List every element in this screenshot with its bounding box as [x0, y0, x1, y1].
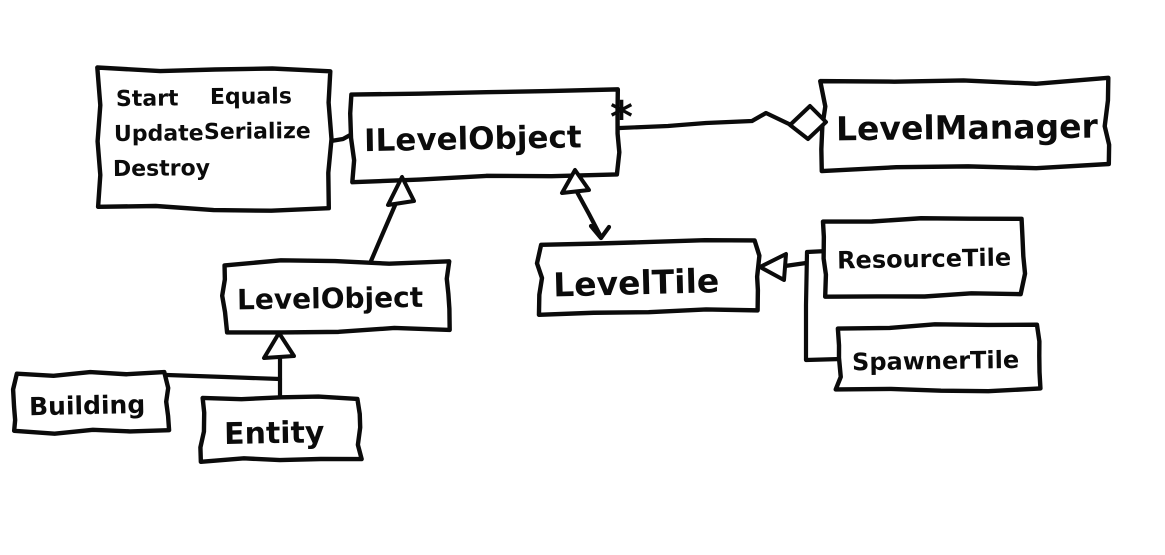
subtile-connector-line	[803, 248, 844, 363]
ilevelobject-class-label: ILevelObject	[364, 119, 582, 159]
interface-methods-note-box	[95, 65, 334, 213]
resourcetile-class-box	[820, 216, 1028, 299]
leveltile-class-label: LevelTile	[553, 261, 720, 304]
levelobject-class-box	[219, 258, 452, 335]
method-label-equals: Equals	[210, 84, 292, 110]
method-label-destroy: Destroy	[113, 156, 210, 182]
entity-class-box	[198, 394, 364, 465]
inheritance-triangle-icon-leveltile	[758, 252, 788, 282]
levelmanager-class-label: LevelManager	[836, 107, 1099, 149]
method-label-update: Update	[114, 121, 204, 147]
building-connector-line	[164, 372, 283, 382]
leveltile-class-box	[534, 238, 762, 317]
leveltile-subclass-stub-line	[782, 260, 809, 269]
inheritance-line-leveltile-to-ilevelobject	[574, 189, 604, 240]
inheritance-triangle-icon-ilevelobject-right	[560, 168, 591, 195]
leveltile-line-arrowhead	[588, 223, 612, 241]
levelobject-class-label: LevelObject	[237, 281, 424, 317]
spawnertile-class-box	[833, 322, 1043, 394]
building-class-label: Building	[29, 390, 146, 421]
inheritance-line-levelobject-to-ilevelobject	[368, 200, 399, 264]
aggregation-diamond-icon	[788, 104, 828, 141]
method-label-start: Start	[116, 86, 179, 112]
building-class-box	[10, 369, 172, 436]
resourcetile-class-label: ResourceTile	[837, 243, 1012, 274]
method-label-serialize: Serialize	[204, 119, 311, 145]
multiplicity-star-label: *	[610, 92, 633, 143]
ilevelobject-class-box	[348, 87, 622, 185]
levelmanager-class-box	[818, 75, 1112, 174]
inheritance-triangle-icon-levelobject	[262, 331, 296, 360]
aggregation-line	[617, 110, 792, 131]
spawnertile-class-label: SpawnerTile	[852, 346, 1020, 376]
inheritance-triangle-icon-ilevelobject-left	[386, 175, 416, 207]
entity-class-label: Entity	[224, 415, 325, 452]
